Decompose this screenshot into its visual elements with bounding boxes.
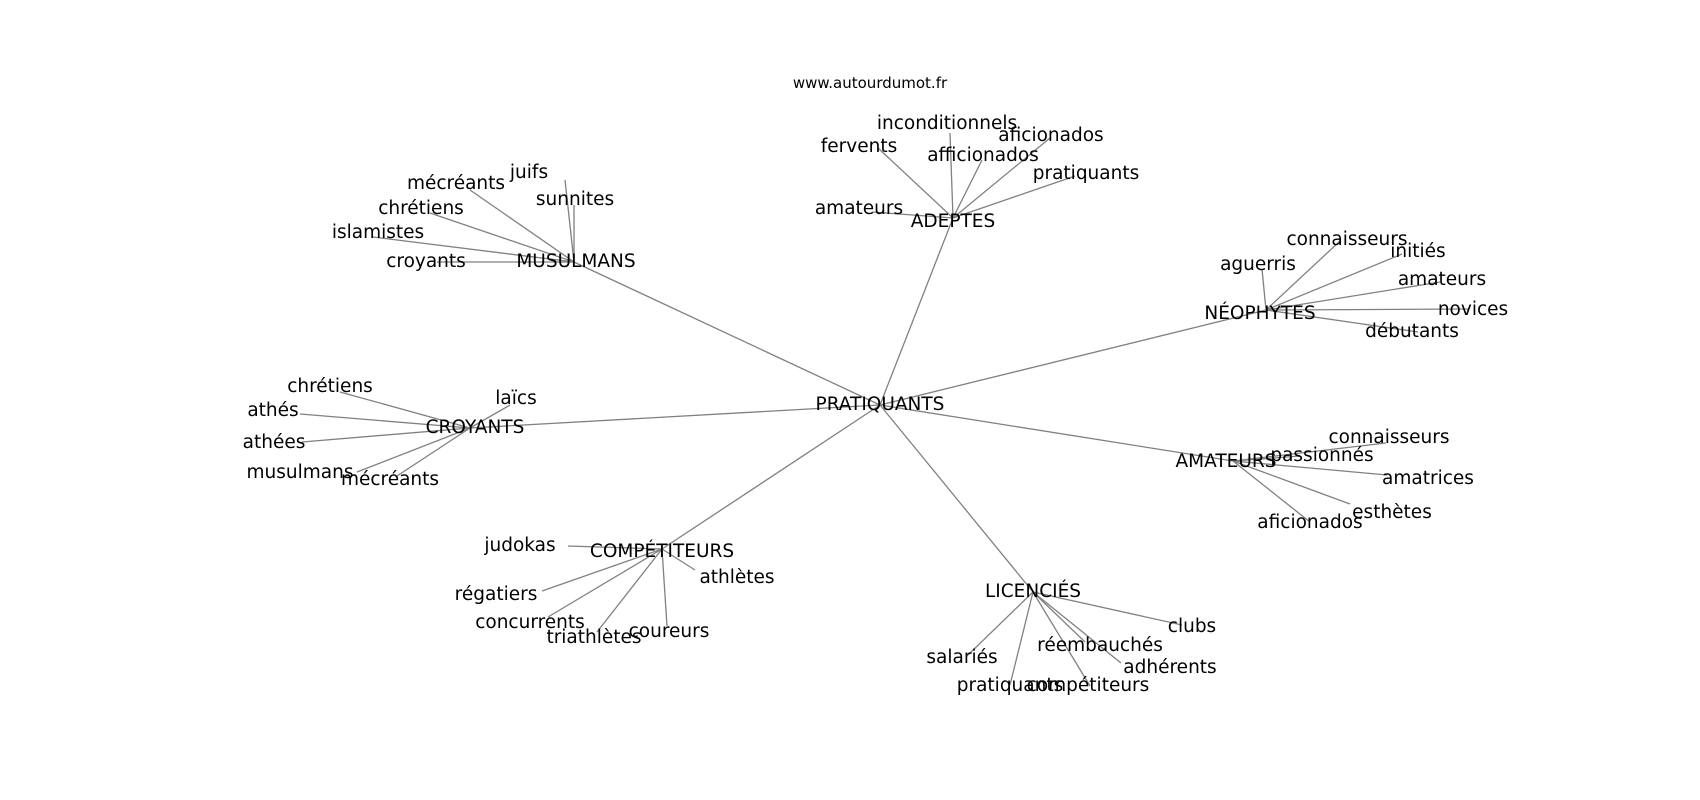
- graph-edges: [299, 132, 1469, 687]
- word-licencies-5: compétiteurs: [1027, 675, 1150, 696]
- edge-musulmans-3: [429, 212, 575, 263]
- edge-adeptes-2: [877, 147, 954, 219]
- edge-center-competiteurs: [661, 404, 881, 550]
- edge-center-adeptes: [879, 217, 954, 406]
- edge-licencies-1: [1032, 591, 1086, 643]
- edge-competiteurs-2: [541, 548, 663, 592]
- edge-center-croyants: [469, 404, 881, 429]
- edge-croyants-4: [356, 427, 471, 473]
- edge-licencies-0: [1032, 591, 1183, 626]
- word-neophytes-5: débutants: [1365, 321, 1459, 342]
- word-croyants-3: athées: [243, 432, 306, 453]
- word-musulmans-2: sunnites: [536, 189, 614, 210]
- hub-amateurs: AMATEURS: [1176, 451, 1277, 472]
- hub-adeptes: ADEPTES: [911, 211, 995, 232]
- edge-neophytes-5: [1265, 309, 1419, 333]
- word-musulmans-4: islamistes: [332, 222, 424, 243]
- word-adeptes-3: afficionados: [927, 145, 1039, 166]
- word-musulmans-0: juifs: [509, 162, 548, 183]
- edge-amateurs-3: [1232, 460, 1351, 505]
- watermark: www.autourdumot.fr: [793, 74, 948, 92]
- word-licencies-3: adhérents: [1123, 657, 1216, 678]
- edge-licencies-5: [1032, 591, 1091, 687]
- hub-musulmans: MUSULMANS: [516, 251, 635, 272]
- edge-adeptes-4: [952, 175, 1076, 219]
- word-croyants-0: chrétiens: [287, 376, 373, 397]
- edge-amateurs-0: [1232, 442, 1387, 462]
- edge-licencies-3: [1032, 591, 1122, 664]
- word-competiteurs-1: athlètes: [699, 567, 774, 588]
- edge-musulmans-4: [372, 236, 575, 263]
- word-musulmans-5: croyants: [386, 251, 466, 272]
- word-adeptes-2: fervents: [821, 136, 897, 157]
- edge-competiteurs-0: [567, 545, 663, 550]
- word-competiteurs-5: triathlètes: [546, 627, 641, 648]
- hub-croyants: CROYANTS: [426, 417, 525, 438]
- word-licencies-0: clubs: [1168, 616, 1216, 637]
- edge-center-neophytes: [879, 309, 1267, 406]
- word-competiteurs-4: coureurs: [629, 621, 710, 642]
- word-amateurs-1: passionnés: [1270, 445, 1373, 466]
- edge-competiteurs-3: [547, 548, 663, 618]
- word-adeptes-5: amateurs: [815, 198, 903, 219]
- word-musulmans-1: mécréants: [407, 173, 505, 194]
- edge-licencies-2: [967, 591, 1034, 656]
- edge-croyants-3: [301, 427, 471, 443]
- edge-adeptes-3: [952, 159, 983, 219]
- edge-amateurs-2: [1232, 460, 1388, 476]
- word-neophytes-1: initiés: [1390, 241, 1445, 262]
- edge-center-licencies: [879, 404, 1034, 593]
- edge-croyants-5: [396, 427, 471, 477]
- edge-neophytes-3: [1265, 281, 1441, 311]
- word-croyants-5: mécréants: [341, 469, 439, 490]
- edge-competiteurs-4: [661, 548, 668, 627]
- edge-competiteurs-5: [596, 548, 663, 633]
- edge-adeptes-1: [952, 137, 1051, 219]
- edge-musulmans-1: [469, 189, 575, 263]
- word-adeptes-1: aficionados: [998, 125, 1103, 146]
- word-musulmans-3: chrétiens: [378, 198, 464, 219]
- edge-adeptes-5: [871, 211, 954, 219]
- word-amateurs-2: amatrices: [1382, 468, 1474, 489]
- edge-neophytes-2: [1261, 268, 1267, 311]
- edge-amateurs-1: [1232, 455, 1301, 462]
- word-licencies-2: salariés: [926, 647, 997, 668]
- word-licencies-1: réembauchés: [1037, 635, 1163, 656]
- edge-croyants-0: [339, 391, 471, 429]
- edge-adeptes-0: [949, 132, 954, 219]
- word-croyants-1: laïcs: [495, 388, 536, 409]
- hub-competiteurs: COMPÉTITEURS: [590, 540, 734, 562]
- edge-croyants-2: [299, 413, 471, 429]
- word-adeptes-0: inconditionnels: [877, 113, 1017, 134]
- word-adeptes-4: pratiquants: [1033, 163, 1140, 184]
- edge-neophytes-1: [1265, 253, 1403, 311]
- edge-center-musulmans: [573, 261, 881, 406]
- hub-licencies: LICENCIÉS: [985, 580, 1081, 602]
- edge-center-amateurs: [879, 404, 1234, 462]
- edge-neophytes-4: [1265, 308, 1469, 311]
- word-competiteurs-0: judokas: [483, 535, 555, 556]
- word-amateurs-4: aficionados: [1257, 512, 1362, 533]
- edge-musulmans-0: [564, 179, 575, 263]
- word-neophytes-4: novices: [1438, 299, 1508, 320]
- hub-neophytes: NÉOPHYTES: [1204, 302, 1315, 324]
- word-licencies-4: pratiquants: [957, 675, 1064, 696]
- edge-neophytes-0: [1265, 240, 1341, 311]
- word-competiteurs-2: régatiers: [455, 584, 538, 605]
- word-neophytes-2: aguerris: [1220, 254, 1296, 275]
- center-node: PRATIQUANTS: [816, 394, 945, 415]
- word-amateurs-3: esthètes: [1352, 502, 1432, 523]
- word-neophytes-3: amateurs: [1398, 269, 1486, 290]
- word-neophytes-0: connaisseurs: [1286, 229, 1407, 250]
- word-croyants-4: musulmans: [247, 462, 354, 483]
- edge-croyants-1: [469, 404, 511, 429]
- word-amateurs-0: connaisseurs: [1328, 427, 1449, 448]
- edge-licencies-4: [1009, 591, 1034, 686]
- edge-amateurs-4: [1232, 460, 1311, 523]
- graph-labels: www.autourdumot.fr juifsmécréantssunnite…: [243, 74, 1509, 696]
- edge-competiteurs-1: [661, 548, 696, 571]
- word-competiteurs-3: concurrents: [475, 612, 585, 633]
- word-croyants-2: athés: [247, 400, 298, 421]
